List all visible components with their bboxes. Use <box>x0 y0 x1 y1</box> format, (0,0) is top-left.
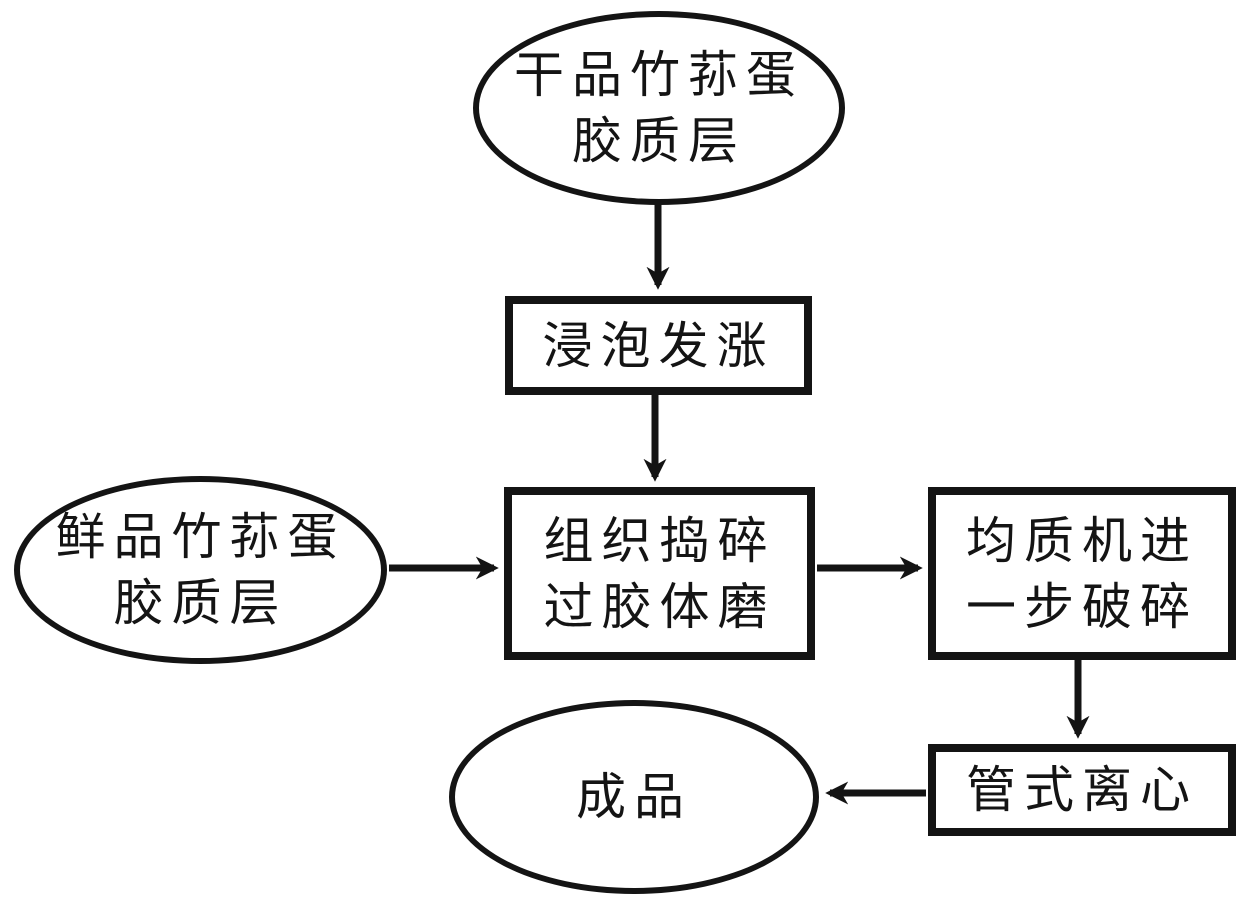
node-fresh-input-label: 鲜品竹荪蛋 胶质层 <box>55 509 346 631</box>
node-dried-input-label: 干品竹荪蛋 胶质层 <box>514 47 804 169</box>
node-homogenize: 均质机进 一步破碎 <box>928 487 1236 660</box>
node-product-label: 成品 <box>576 769 692 825</box>
node-dried-input: 干品竹荪蛋 胶质层 <box>473 11 845 205</box>
node-fresh-input: 鲜品竹荪蛋 胶质层 <box>14 476 387 664</box>
node-soak-label: 浸泡发涨 <box>542 317 775 374</box>
node-crush-label: 组织捣碎 过胶体磨 <box>543 512 776 635</box>
node-centrifuge: 管式离心 <box>928 744 1236 836</box>
node-centrifuge-label: 管式离心 <box>966 762 1198 818</box>
node-product: 成品 <box>449 700 819 894</box>
node-soak: 浸泡发涨 <box>505 296 812 395</box>
node-crush: 组织捣碎 过胶体磨 <box>504 487 815 660</box>
node-homogenize-label: 均质机进 一步破碎 <box>966 512 1198 635</box>
